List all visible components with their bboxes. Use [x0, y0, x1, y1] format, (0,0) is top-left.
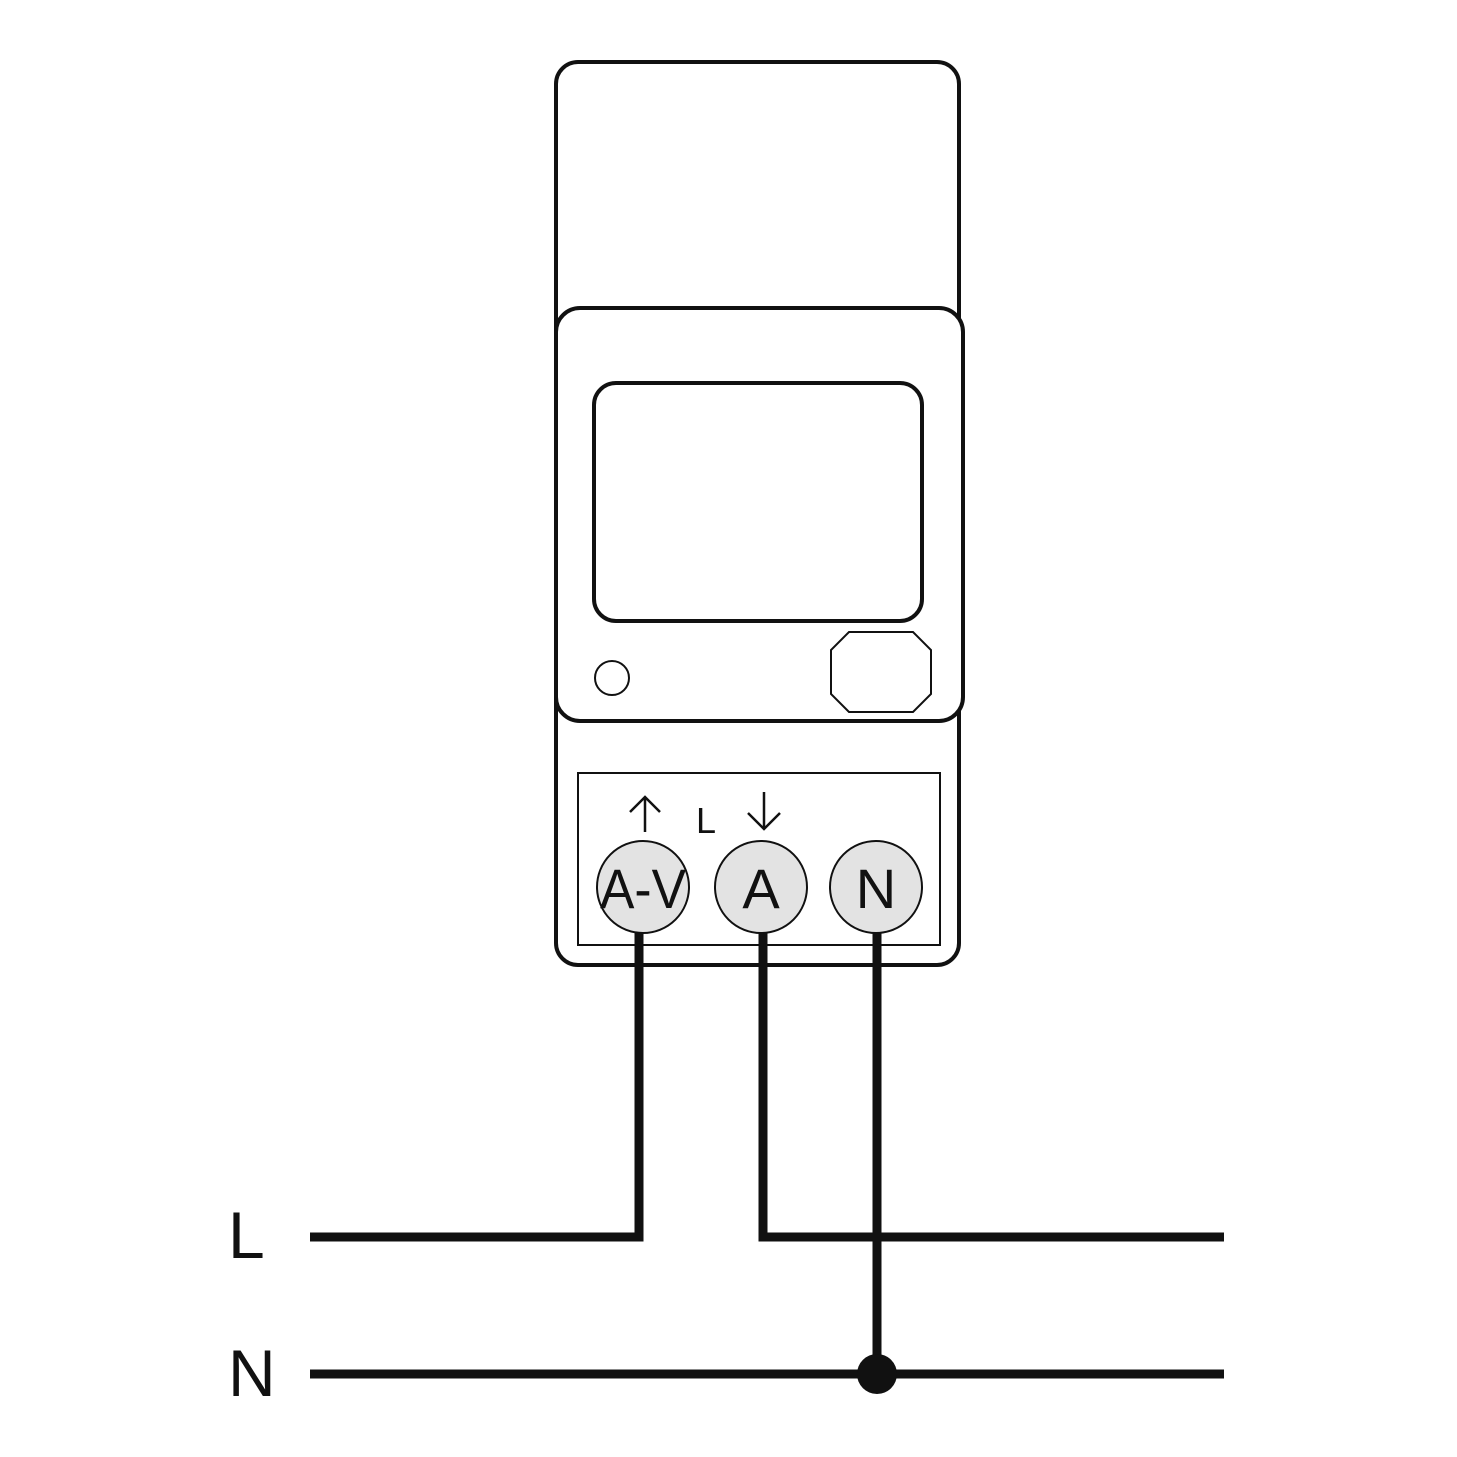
- terminal-a[interactable]: A: [714, 840, 808, 934]
- live-line-label: L: [228, 1198, 265, 1272]
- arrow-down-icon: [747, 792, 781, 831]
- terminal-av[interactable]: A-V: [596, 840, 690, 934]
- indicator-led: [594, 660, 630, 696]
- wire-live-in: [310, 930, 644, 1242]
- meter-button[interactable]: [830, 631, 932, 713]
- terminal-n-label: N: [856, 857, 896, 920]
- terminal-av-label: A-V: [600, 857, 687, 920]
- neutral-line-label: N: [228, 1336, 276, 1410]
- arrow-up-icon: [629, 795, 661, 832]
- wire-live-out: [758, 930, 1224, 1242]
- terminal-n[interactable]: N: [829, 840, 923, 934]
- neutral-junction-dot: [857, 1354, 897, 1394]
- terminal-group-label: L: [696, 800, 716, 841]
- terminal-a-label: A: [742, 857, 780, 920]
- meter-display-window: [592, 381, 924, 623]
